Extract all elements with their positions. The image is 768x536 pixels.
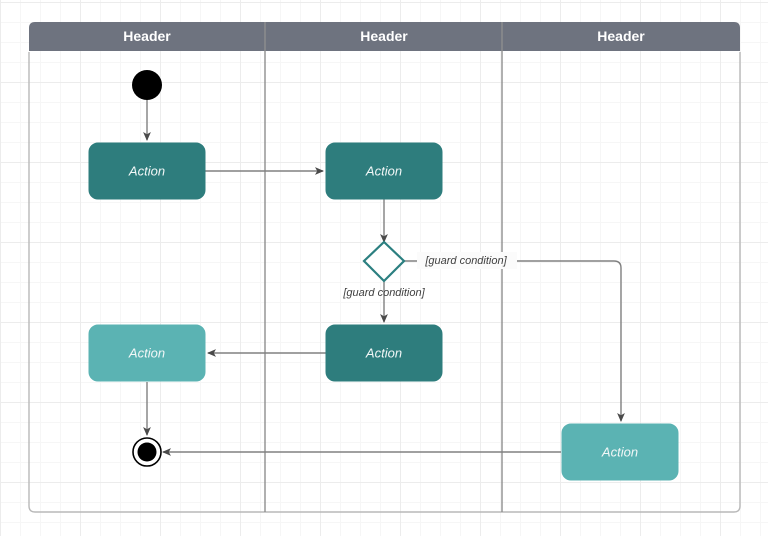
final-node-core (137, 442, 157, 462)
swimlane-container: Header Header Header (28, 22, 741, 513)
lane-header-label-1: Header (123, 28, 171, 44)
action-node-1[interactable]: Action (88, 142, 206, 200)
action-node-4-label: Action (128, 345, 165, 360)
action-node-4[interactable]: Action (88, 324, 206, 382)
final-node[interactable] (132, 437, 162, 467)
action-node-5-label: Action (601, 444, 638, 459)
action-node-1-label: Action (128, 163, 165, 178)
action-node-3[interactable]: Action (325, 324, 443, 382)
action-node-3-label: Action (365, 345, 402, 360)
edge-decision-to-action5[interactable] (404, 260, 625, 422)
action-node-1-shape[interactable] (88, 142, 206, 200)
edge-layer (143, 100, 625, 456)
guard-condition-label-down: [guard condition] (342, 287, 425, 299)
action-node-2-shape[interactable] (325, 142, 443, 200)
guard-label-1-backdrop (417, 252, 517, 269)
action-node-5-shape[interactable] (561, 423, 679, 481)
lane-header-band (29, 22, 740, 51)
lane-body-outline (28, 52, 741, 513)
decision-node[interactable] (362, 240, 406, 283)
action-node-5[interactable]: Action (561, 423, 679, 481)
initial-node[interactable] (132, 70, 162, 100)
edge-label-layer: [guard condition] [guard condition] (342, 252, 517, 299)
guard-condition-label-right: [guard condition] (424, 255, 507, 267)
action-node-2[interactable]: Action (325, 142, 443, 200)
decision-node-shape[interactable] (362, 240, 406, 283)
action-node-3-shape[interactable] (325, 324, 443, 382)
action-node-4-shape[interactable] (88, 324, 206, 382)
lane-header-label-2: Header (360, 28, 408, 44)
node-layer: Action Action Action Action (88, 70, 679, 481)
action-node-2-label: Action (365, 163, 402, 178)
lane-header-label-3: Header (597, 28, 645, 44)
